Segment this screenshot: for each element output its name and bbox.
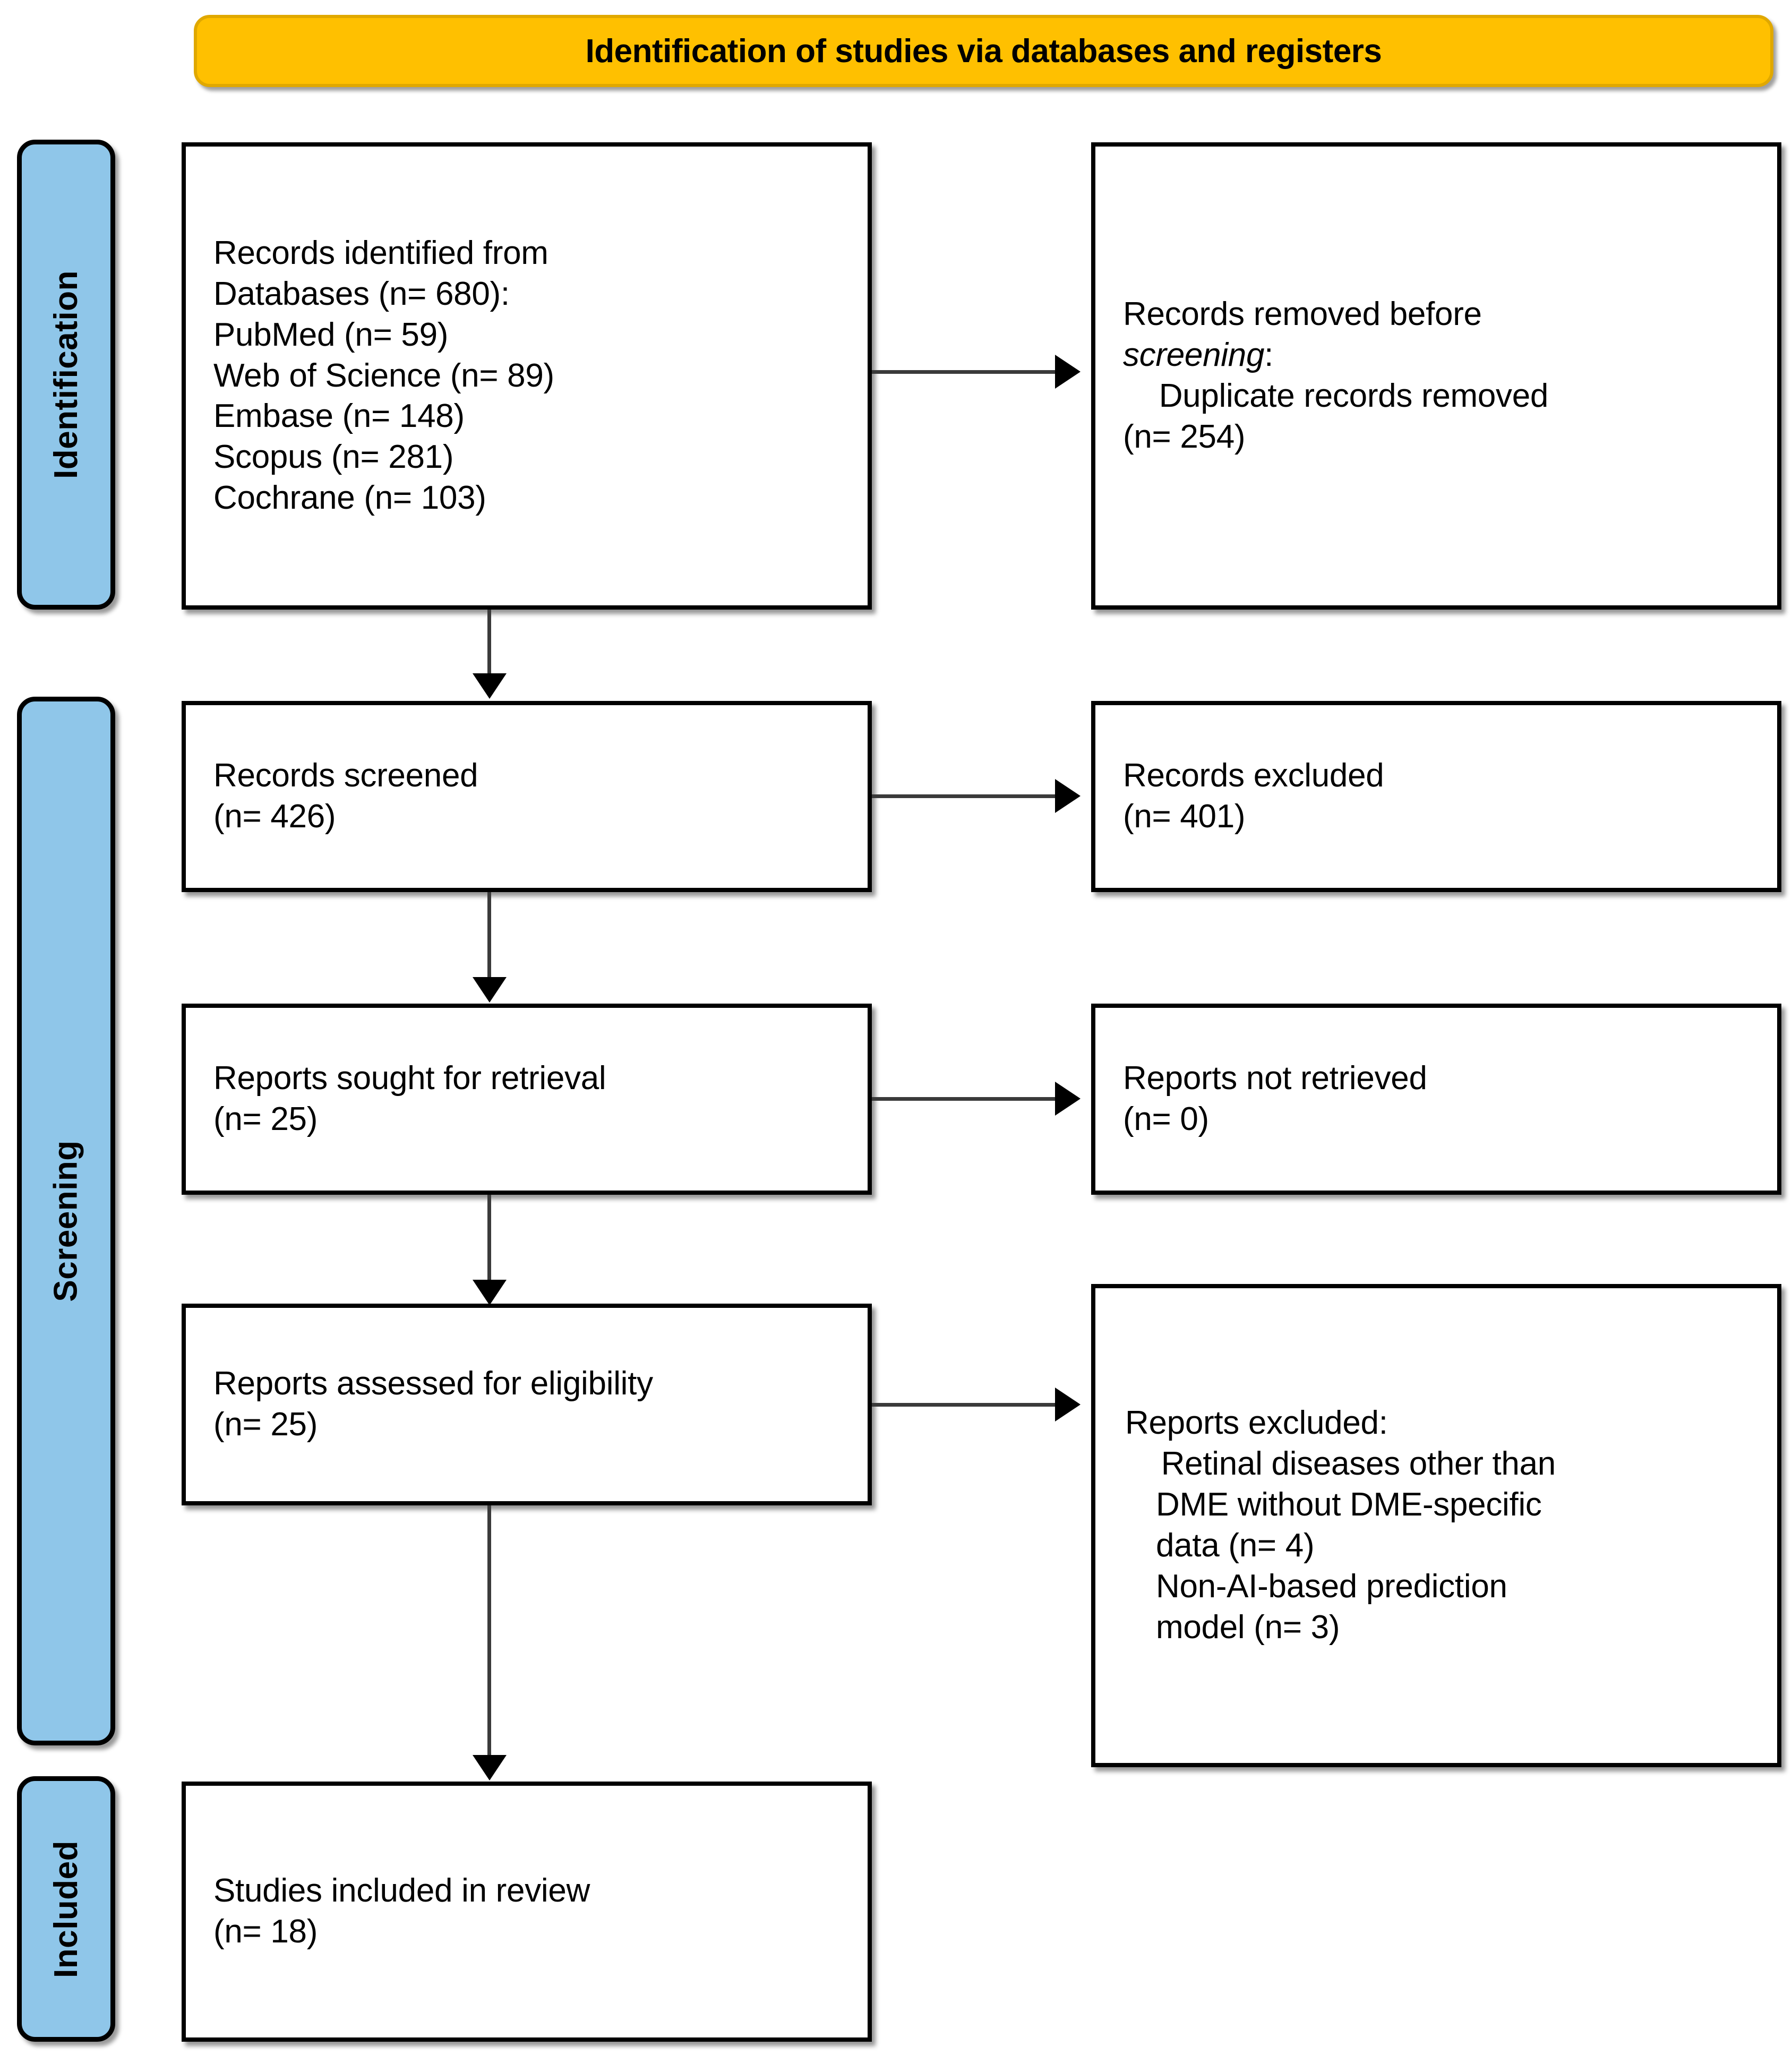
arrowhead-assessed-to-reports-excluded xyxy=(1055,1388,1081,1422)
diagram-title-banner: Identification of studies via databases … xyxy=(194,15,1773,87)
box-records-screened: Records screened (n= 426) xyxy=(182,701,872,892)
box-records-removed: Records removed before screening: Duplic… xyxy=(1091,142,1781,610)
box-reports-excluded-detail-text: Reports excluded: Retinal diseases other… xyxy=(1125,1405,1556,1646)
box-reports-assessed-text: Reports assessed for eligibility (n= 25) xyxy=(213,1365,653,1443)
box-reports-excluded-detail: Reports excluded: Retinal diseases other… xyxy=(1091,1284,1781,1767)
box-reports-assessed: Reports assessed for eligibility (n= 25) xyxy=(182,1304,872,1505)
connector-identified-to-screened xyxy=(487,610,491,673)
connector-assessed-to-included xyxy=(487,1505,491,1755)
arrowhead-screened-to-excluded xyxy=(1055,779,1081,813)
box-reports-sought-text: Reports sought for retrieval (n= 25) xyxy=(213,1060,606,1137)
stage-label-screening-text: Screening xyxy=(48,1140,84,1302)
box-records-excluded: Records excluded (n= 401) xyxy=(1091,701,1781,892)
connector-sought-to-not-retrieved xyxy=(872,1097,1055,1101)
box-studies-included-text: Studies included in review (n= 18) xyxy=(213,1872,590,1950)
connector-screened-to-excluded xyxy=(872,794,1055,798)
stage-label-screening: Screening xyxy=(17,697,115,1745)
arrowhead-identified-to-screened xyxy=(473,673,507,699)
connector-assessed-to-reports-excluded xyxy=(872,1403,1055,1407)
box-records-excluded-text: Records excluded (n= 401) xyxy=(1123,757,1384,835)
arrowhead-sought-to-assessed xyxy=(473,1280,507,1305)
stage-label-identification: Identification xyxy=(17,140,115,610)
arrowhead-screened-to-sought xyxy=(473,977,507,1003)
stage-label-included-text: Included xyxy=(48,1840,84,1978)
connector-screened-to-sought xyxy=(487,892,491,977)
box-reports-not-retrieved-text: Reports not retrieved (n= 0) xyxy=(1123,1060,1427,1137)
arrowhead-assessed-to-included xyxy=(473,1755,507,1780)
box-reports-not-retrieved: Reports not retrieved (n= 0) xyxy=(1091,1004,1781,1195)
stage-label-included: Included xyxy=(17,1776,115,2042)
box-records-identified-text: Records identified from Databases (n= 68… xyxy=(213,234,554,517)
box-records-screened-text: Records screened (n= 426) xyxy=(213,757,478,835)
box-reports-sought: Reports sought for retrieval (n= 25) xyxy=(182,1004,872,1195)
connector-identified-to-removed xyxy=(872,370,1055,374)
stage-label-identification-text: Identification xyxy=(48,270,84,479)
box-studies-included: Studies included in review (n= 18) xyxy=(182,1782,872,2042)
arrowhead-identified-to-removed xyxy=(1055,355,1081,389)
box-records-removed-text: Records removed before screening: Duplic… xyxy=(1123,296,1549,455)
diagram-title: Identification of studies via databases … xyxy=(585,32,1382,70)
arrowhead-sought-to-not-retrieved xyxy=(1055,1082,1081,1116)
box-records-identified: Records identified from Databases (n= 68… xyxy=(182,142,872,610)
connector-sought-to-assessed xyxy=(487,1195,491,1280)
